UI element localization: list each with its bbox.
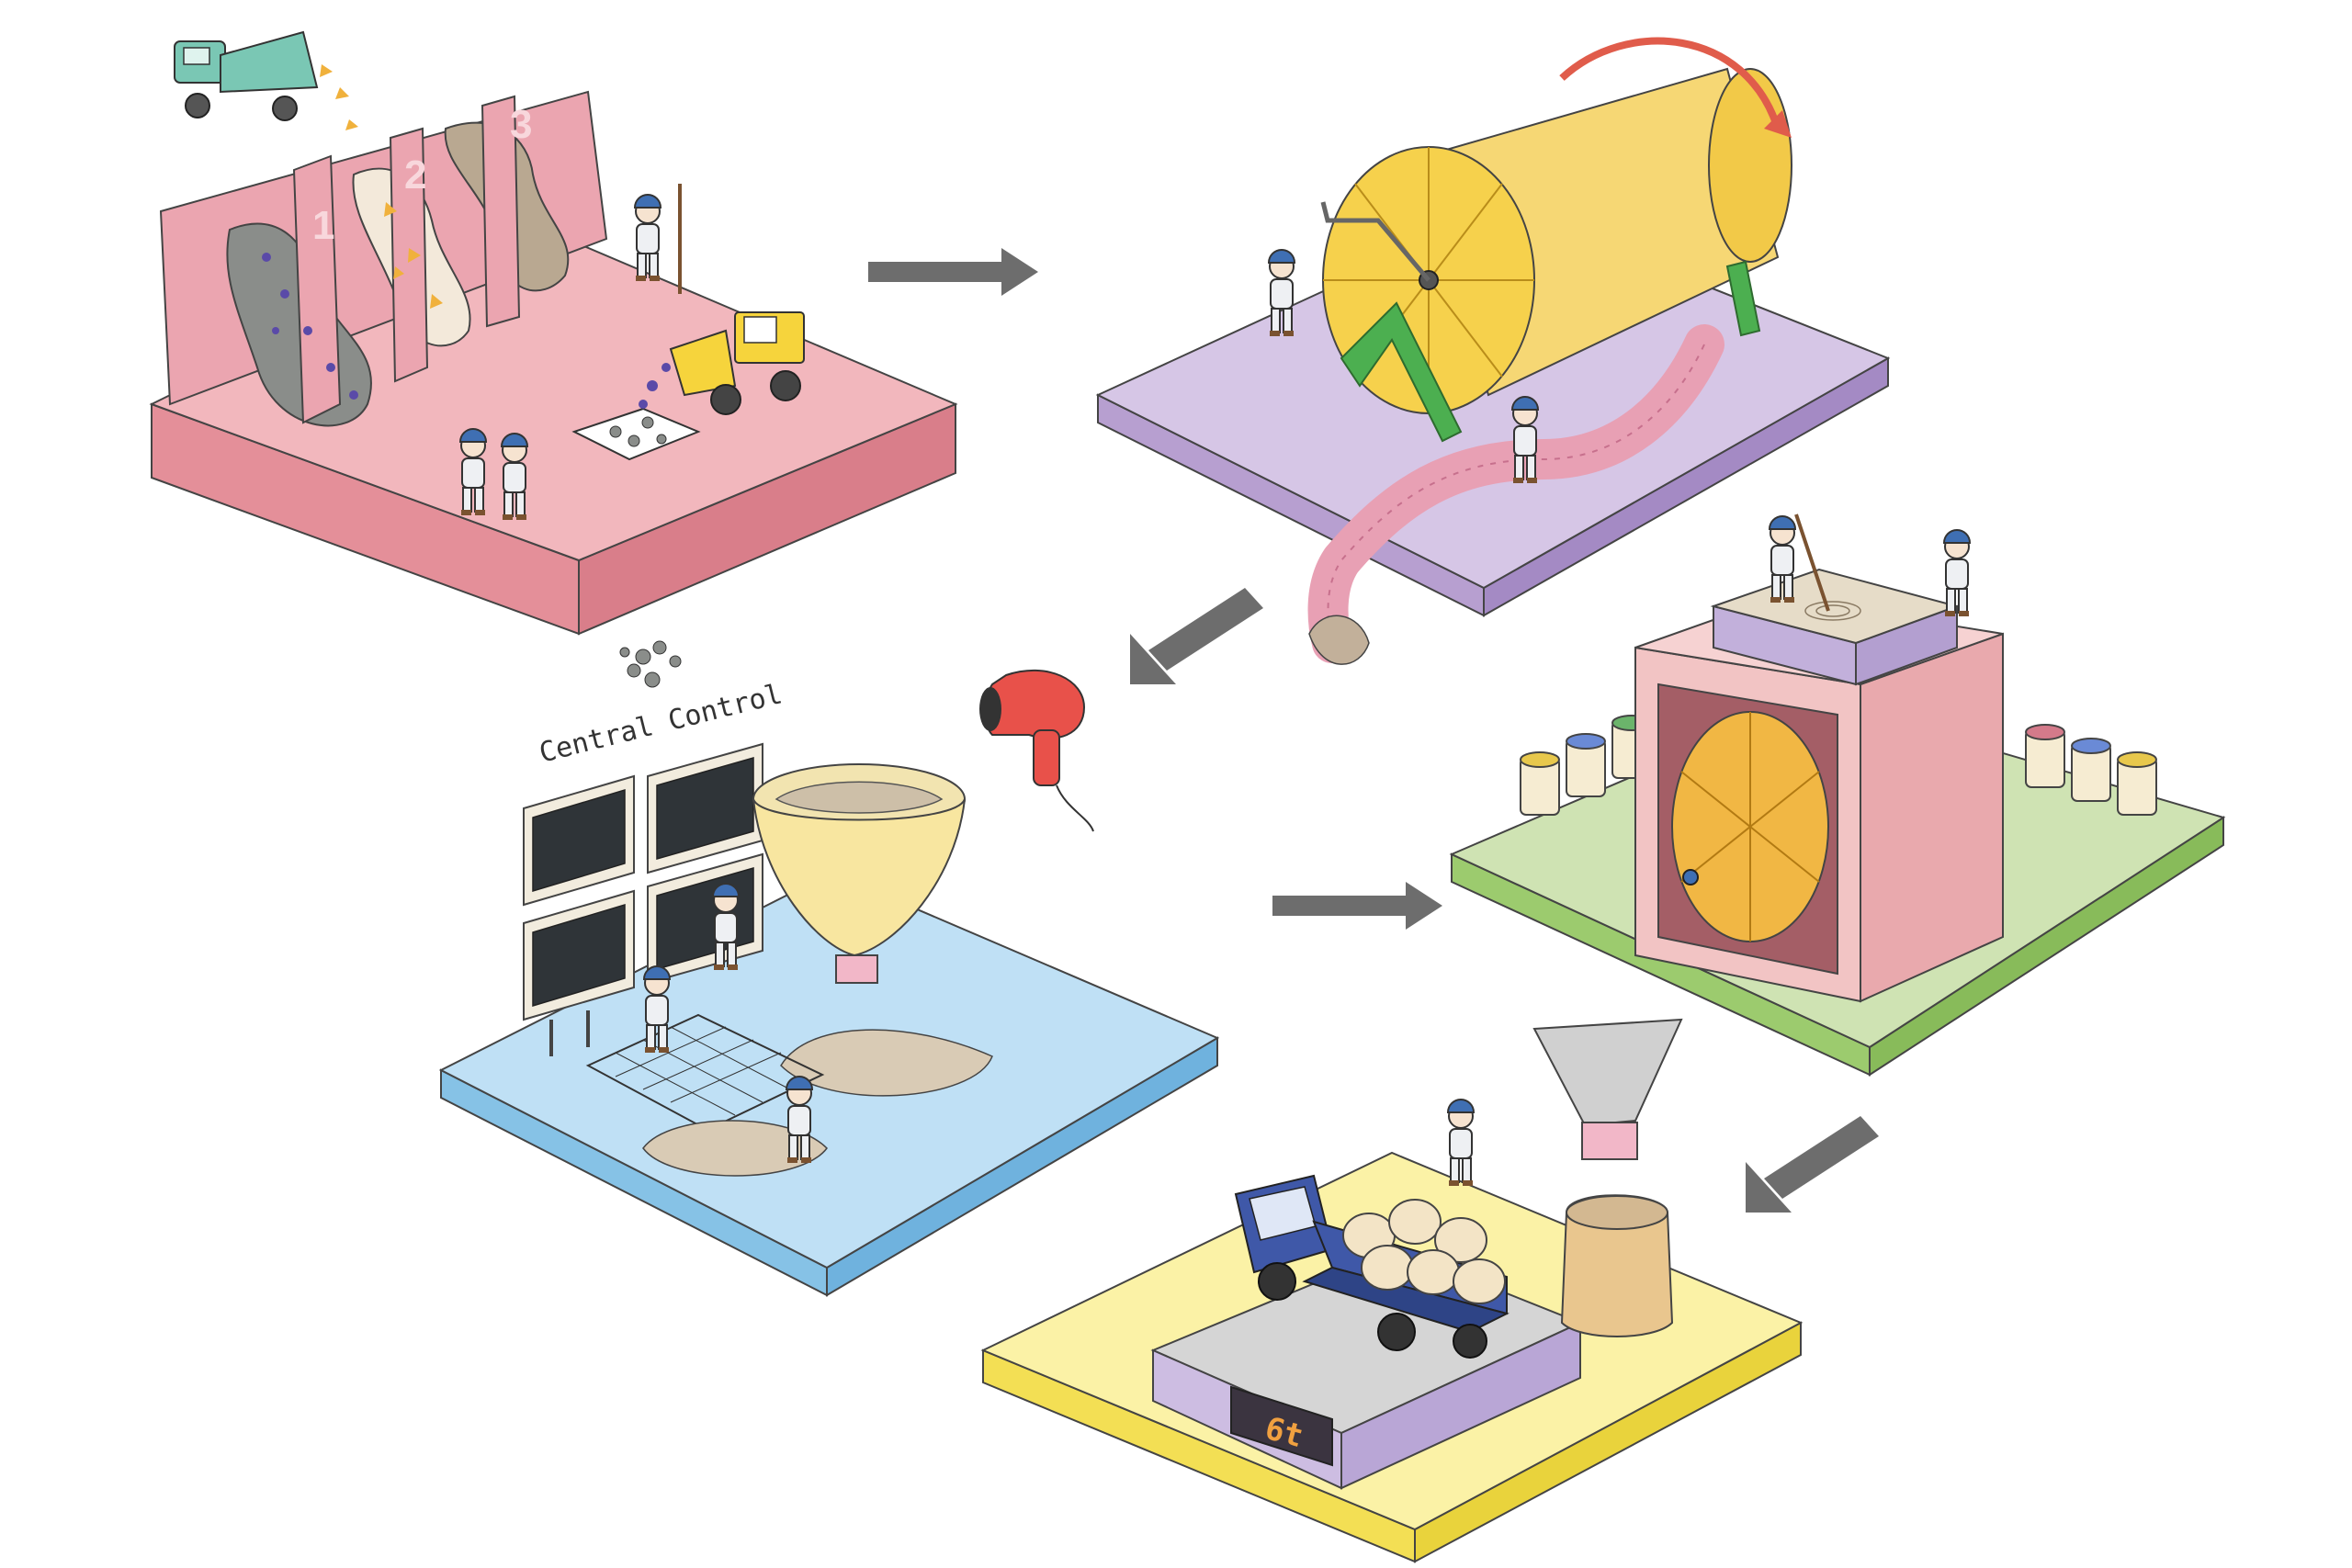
arrow-right-1 <box>868 248 1038 296</box>
hair-dryer-icon <box>979 669 1094 832</box>
bin-2-label: 2 <box>404 152 426 197</box>
rotation-arrow-icon <box>1559 37 1781 130</box>
bin-3-label: 3 <box>510 102 532 147</box>
sieved-powder <box>642 1120 828 1177</box>
glaze-swirl <box>1804 601 1861 621</box>
bin-2-shards <box>384 202 443 309</box>
bin-1-stones <box>262 253 358 400</box>
kiln-drum-nozzle <box>1682 869 1699 886</box>
bin-divider-1 <box>292 154 342 424</box>
arrow-down-left-2 <box>1746 1116 1879 1213</box>
stirring-rod <box>1794 513 1830 612</box>
stage-1-sorting-yard: 1 2 3 <box>149 30 958 688</box>
powder-spill <box>1308 615 1370 665</box>
stage-1-worker-rake <box>634 194 662 282</box>
arrow-right-2 <box>1272 882 1442 930</box>
stage-4-worker-pour <box>1943 529 1971 617</box>
discharge-hose <box>1307 324 1724 663</box>
stage-3-drying: Central Control <box>438 669 1220 1297</box>
funnel-collar <box>1581 1122 1638 1160</box>
hopper-spout <box>835 954 878 984</box>
arrow-down-left-1 <box>1130 588 1263 684</box>
stage-5-worker <box>1447 1099 1475 1187</box>
bin-1-label: 1 <box>312 203 334 248</box>
color-jars-right <box>2025 724 2157 816</box>
drum-body-back <box>1708 68 1792 263</box>
falling-gravel <box>619 640 682 688</box>
drum-stand-back <box>1725 260 1761 337</box>
hopper-powder <box>775 781 944 814</box>
scale-display <box>1230 1385 1333 1467</box>
wheel-loader <box>639 311 805 415</box>
truck-sacks <box>1342 1199 1506 1304</box>
floor-hatch <box>571 407 701 461</box>
kiln-box-side <box>1860 632 2004 1003</box>
filled-sack-opening <box>1566 1195 1668 1230</box>
drum-crank <box>1320 201 1430 282</box>
filling-funnel <box>1532 1018 1683 1127</box>
powder-pile <box>780 1029 993 1097</box>
rotation-arrow-head <box>1764 110 1792 138</box>
kiln-drum-segments <box>1680 712 1820 942</box>
scale-base-right <box>1340 1321 1581 1490</box>
stage-2-grinding-drum <box>1095 37 1891 665</box>
hopper-body <box>752 798 966 957</box>
sieve-grid <box>615 1026 791 1116</box>
hatch-stones <box>609 416 667 447</box>
dump-truck <box>174 30 358 130</box>
bin-divider-3 <box>481 95 521 328</box>
stage-5-weighing: 6t <box>980 1018 1804 1563</box>
drum-stand <box>1340 301 1463 443</box>
stage-4-glazing-kiln <box>1449 513 2226 1077</box>
